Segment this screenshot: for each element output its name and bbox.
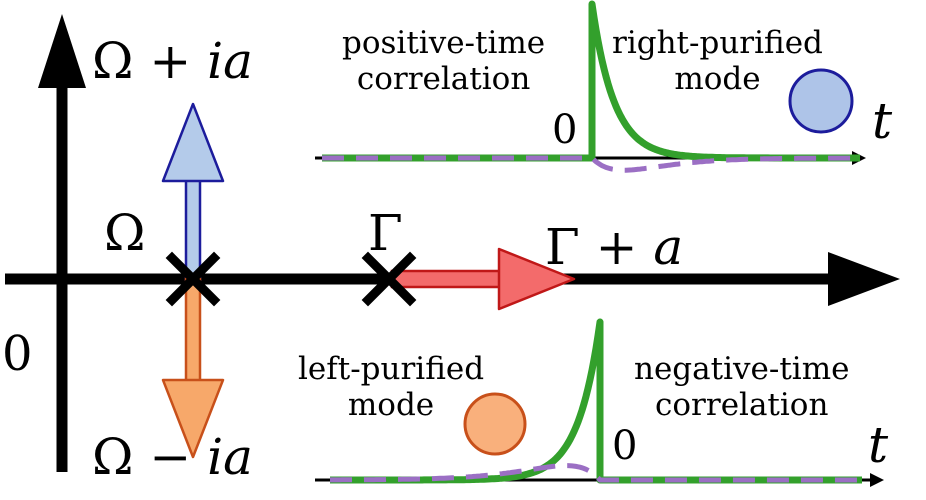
up-shift-arrow [161,102,225,282]
ia-text-lower: ia [207,428,253,486]
ia-text-upper: ia [207,32,253,90]
right-purified-mode-marker [788,68,854,134]
right-purified-mode-label: right-purified mode [612,25,823,97]
right-purified-line2: mode [674,60,761,97]
down-shift-arrow [161,277,225,459]
omega-minus-ia-label: Ω − ia [92,432,253,482]
right-purified-line1: right-purified [612,25,823,61]
omega-pole-label: Ω [104,204,146,262]
omega-plus-text: Ω + [92,32,208,90]
omega-minus-text: Ω − [92,428,208,486]
real-axis-arrowhead [828,252,900,306]
negative-time-line1: negative-time [634,351,850,387]
top-zero-label: 0 [552,107,578,153]
left-purified-mode-curve [330,463,862,483]
gamma-pole-label: Γ [368,204,403,262]
positive-time-correlation-label: positive-time correlation [342,25,546,97]
top-t-axis-label: t [872,96,892,146]
right-purified-mode-curve [322,155,860,173]
gamma-pole-marker [361,251,417,307]
left-purified-mode-label: left-purified mode [298,351,485,423]
bottom-t-text: t [868,416,889,474]
imag-axis-arrowhead [38,14,86,88]
positive-time-line2: correlation [356,60,531,97]
gamma-plus-a-label: Γ + a [545,222,683,272]
left-purified-line2: mode [347,386,435,423]
negative-time-correlation-label: negative-time correlation [634,351,850,423]
top-panel-plot [315,0,866,173]
omega-pole-marker [165,251,221,307]
bottom-time-axis-arrowhead [870,473,884,487]
omega-plus-ia-label: Ω + ia [92,36,253,86]
bottom-panel-plot [315,318,884,487]
gamma-plus-text: Γ + [545,218,654,276]
negative-time-line2: correlation [655,386,829,423]
positive-time-line1: positive-time [342,25,546,61]
a-text: a [653,218,684,276]
gamma-shift-arrow [390,247,576,311]
left-purified-line1: left-purified [298,351,485,387]
bottom-t-axis-label: t [868,420,888,470]
bottom-zero-label: 0 [612,423,638,469]
origin-label: 0 [2,326,33,382]
top-t-text: t [872,92,893,150]
left-purified-mode-marker [463,392,527,456]
